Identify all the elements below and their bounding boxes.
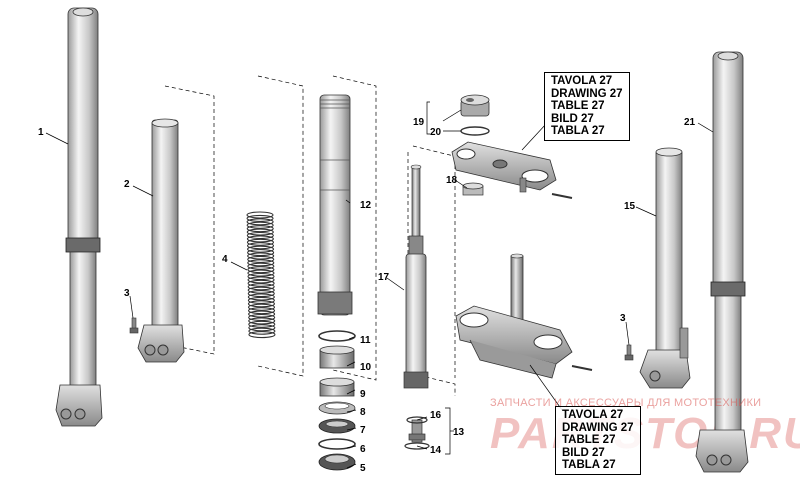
- spring-coil: [247, 303, 276, 311]
- part-number-15: 15: [624, 201, 636, 212]
- spring-coil: [247, 266, 275, 274]
- spring-coil: [247, 245, 275, 253]
- ref-top-line-2: DRAWING 27: [551, 87, 623, 100]
- spring-coil: [246, 211, 274, 219]
- watermark-logo-graphic: PARTSTOP.RU: [490, 409, 800, 458]
- fork-cap-and-oring: [460, 94, 490, 136]
- adjuster-valve: [404, 416, 430, 450]
- part-number-8: 8: [360, 407, 366, 418]
- part-number-3-left: 3: [124, 288, 130, 299]
- part-number-14: 14: [430, 445, 442, 456]
- spring-coil: [247, 255, 275, 263]
- part-number-17: 17: [378, 272, 390, 283]
- spring-coil: [246, 218, 274, 226]
- part-number-3-right: 3: [620, 313, 626, 324]
- damper-rod: [403, 164, 429, 389]
- upper-triple-clamp: [451, 141, 573, 199]
- leader-lines: [45, 101, 714, 469]
- reference-box-top: TAVOLA 27 DRAWING 27 TABLE 27 BILD 27 TA…: [544, 72, 630, 141]
- spring-coil: [248, 331, 276, 339]
- spring-coil: [247, 296, 275, 304]
- fork-inner-tube-right: [639, 147, 691, 389]
- spring-coil: [247, 300, 275, 308]
- spring-coil: [247, 269, 275, 277]
- part-number-7: 7: [360, 425, 366, 436]
- part-number-10: 10: [360, 362, 372, 373]
- ref-top-line-1: TAVOLA 27: [551, 75, 613, 87]
- fork-inner-tube-left: [137, 118, 185, 363]
- spring-coil: [248, 324, 276, 332]
- part-number-18: 18: [446, 175, 458, 186]
- reference-box-bottom: TAVOLA 27 DRAWING 27 TABLE 27 BILD 27 TA…: [555, 406, 641, 475]
- part-number-6: 6: [360, 444, 366, 455]
- part-number-9: 9: [360, 389, 366, 400]
- ref-top-line-4: BILD 27: [551, 112, 594, 125]
- spring-coil: [246, 228, 274, 236]
- spring-coil: [248, 320, 276, 328]
- part-number-21: 21: [684, 117, 696, 128]
- cartridge-tube: [317, 94, 353, 316]
- ref-top-line-3: TABLE 27: [551, 100, 605, 112]
- spring-coil: [246, 238, 274, 246]
- spring-coil: [247, 252, 275, 260]
- part-number-12: 12: [360, 200, 372, 211]
- watermark-tagline: ЗАПЧАСТИ И АКСЕССУАРЫ ДЛЯ МОТОТЕХНИКИ: [490, 397, 762, 409]
- spring-coil: [247, 259, 275, 267]
- steering-bushing: [462, 182, 484, 196]
- lower-triple-clamp: [455, 253, 593, 379]
- part-number-4: 4: [222, 254, 228, 265]
- spring-coil: [247, 249, 275, 257]
- spring-coil: [246, 242, 275, 250]
- spring-coil: [246, 214, 274, 222]
- spring-coil: [248, 317, 276, 325]
- fork-leg-left-outer: [55, 7, 103, 427]
- svg-text:PARTSTOP.RU: PARTSTOP.RU: [490, 409, 800, 458]
- seal-and-bushing-stack: [318, 330, 356, 471]
- spring-coil: [247, 286, 275, 294]
- bolt-left: [129, 317, 139, 334]
- part-number-labels: 1 2 3 4 12 11 10 9 8 7 6 5 17 16 14 13 1…: [38, 117, 696, 474]
- spring-coil: [248, 313, 276, 322]
- spring-coil: [246, 225, 274, 233]
- ref-bottom-line-5: TABLA 27: [562, 459, 616, 471]
- spring-coil: [247, 272, 275, 281]
- part-number-1: 1: [38, 127, 44, 138]
- spring-coil: [247, 262, 275, 270]
- spring-coil: [247, 293, 275, 301]
- part-number-5: 5: [360, 463, 366, 474]
- part-number-19: 19: [413, 117, 425, 128]
- fork-spring: [246, 211, 276, 339]
- ref-bottom-line-4: BILD 27: [562, 446, 605, 459]
- spring-coil: [247, 290, 275, 298]
- spring-coil: [247, 276, 275, 284]
- part-number-20: 20: [430, 127, 442, 138]
- ref-bottom-line-1: TAVOLA 27: [562, 409, 624, 421]
- spring-coil: [246, 231, 274, 240]
- part-number-13: 13: [453, 427, 465, 438]
- ref-top-line-5: TABLA 27: [551, 125, 605, 137]
- part-number-2: 2: [124, 179, 130, 190]
- spring-coil: [248, 307, 276, 315]
- part-number-11: 11: [360, 335, 371, 346]
- spring-coil: [246, 221, 274, 229]
- ref-bottom-line-3: TABLE 27: [562, 434, 616, 446]
- spring-coil: [247, 283, 275, 291]
- spring-coil: [248, 310, 276, 318]
- bolt-right: [624, 344, 634, 361]
- spring-coil: [246, 235, 274, 243]
- spring-coil: [248, 327, 276, 335]
- spring-coil: [247, 279, 275, 287]
- ref-bottom-line-2: DRAWING 27: [562, 421, 634, 434]
- part-number-16: 16: [430, 410, 442, 421]
- fork-leg-right-outer: [695, 51, 749, 473]
